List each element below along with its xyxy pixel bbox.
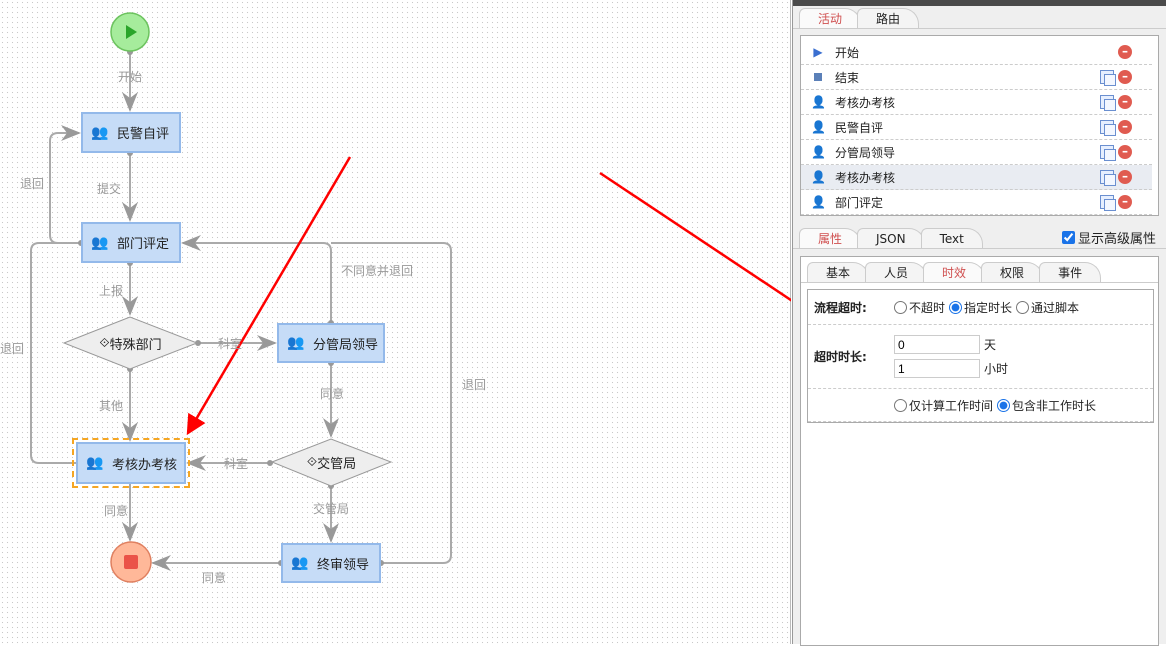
- delete-icon[interactable]: –: [1118, 70, 1132, 84]
- activity-label: 开始: [835, 45, 860, 60]
- properties-box: 基本 人员 时效 权限 事件 流程超时: 不超时 指定时长 通过脚本 超时时长:…: [800, 256, 1159, 646]
- annotation-arrow: [599, 171, 791, 302]
- properties-panel: 活动 路由 ▶ 开始 – 结束 – 👤 考核办考核 – 👤 民警自评 – 👤 分管局领导 – 👤 考核办考核 –…: [792, 0, 1166, 646]
- task-node[interactable]: 👥部门评定: [81, 222, 181, 263]
- user-icon: 👤: [811, 195, 826, 209]
- edge: [49, 125, 81, 244]
- edge-label: 开始: [118, 70, 143, 84]
- edge-label: 同意: [104, 504, 129, 518]
- task-node[interactable]: 👥分管局领导: [277, 323, 385, 363]
- radio-work-time-only[interactable]: 仅计算工作时间: [894, 397, 993, 414]
- edge-label: 退回: [0, 342, 25, 356]
- radio-script[interactable]: 通过脚本: [1016, 299, 1079, 316]
- edge-label: 科室: [224, 457, 249, 471]
- tab-personnel[interactable]: 人员: [865, 262, 928, 282]
- decision-node[interactable]: ⟐特殊部门: [63, 316, 198, 370]
- copy-icon[interactable]: [1100, 195, 1116, 211]
- users-icon: 👥: [287, 335, 305, 351]
- show-advanced-checkbox[interactable]: 显示高级属性: [1061, 228, 1156, 247]
- edge: [181, 235, 332, 323]
- users-icon: 👥: [91, 124, 109, 141]
- tab-text[interactable]: Text: [920, 228, 983, 248]
- activity-list: ▶ 开始 – 结束 – 👤 考核办考核 – 👤 民警自评 – 👤 分管局领导 – 👤 考核办考核 – 👤 部门评定 –: [800, 35, 1159, 216]
- tab-basic[interactable]: 基本: [807, 262, 870, 282]
- edge: [331, 242, 452, 564]
- workflow-canvas[interactable]: 👥民警自评 👥部门评定 👥分管局领导 👥考核办考核 👥终审领导 ⟐特殊部门 ⟐交…: [0, 0, 791, 644]
- radio-fixed-duration[interactable]: 指定时长: [949, 299, 1012, 316]
- timeliness-form: 流程超时: 不超时 指定时长 通过脚本 超时时长: 天 小时 仅计算工作时间 包…: [807, 289, 1154, 423]
- edge-label: 其他: [99, 399, 124, 413]
- gateway-icon: ⟐: [99, 335, 110, 351]
- users-icon: 👥: [91, 234, 109, 251]
- checkbox[interactable]: [1061, 231, 1075, 244]
- delete-icon[interactable]: –: [1118, 120, 1132, 134]
- delete-icon[interactable]: –: [1118, 45, 1132, 59]
- copy-icon[interactable]: [1100, 170, 1116, 186]
- gateway-icon: ⟐: [306, 455, 318, 470]
- tab-activities[interactable]: 活动: [799, 8, 862, 28]
- delete-icon[interactable]: –: [1118, 195, 1132, 209]
- activity-item[interactable]: 👤 考核办考核 –: [801, 165, 1152, 190]
- edge-label: 上报: [99, 284, 124, 298]
- duration-label: 超时时长:: [814, 350, 867, 364]
- activity-label: 考核办考核: [835, 170, 896, 185]
- radio-no-timeout[interactable]: 不超时: [894, 299, 945, 316]
- activity-item[interactable]: 结束 –: [801, 65, 1152, 90]
- user-icon: 👤: [811, 120, 826, 134]
- copy-icon[interactable]: [1100, 145, 1116, 161]
- edge-label: 退回: [20, 177, 45, 191]
- edge-label: 交管局: [313, 502, 350, 516]
- activity-label: 考核办考核: [835, 95, 896, 110]
- timeout-label: 流程超时:: [814, 300, 867, 315]
- task-node[interactable]: 👥终审领导: [281, 543, 381, 583]
- copy-icon[interactable]: [1100, 70, 1116, 86]
- activity-label: 部门评定: [835, 195, 884, 210]
- activity-item[interactable]: 👤 民警自评 –: [801, 115, 1152, 140]
- radio-include-non-work[interactable]: 包含非工作时长: [997, 397, 1096, 414]
- edge-label: 退回: [462, 378, 487, 392]
- activity-item[interactable]: 👤 分管局领导 –: [801, 140, 1152, 165]
- user-icon: 👤: [811, 170, 826, 184]
- activity-item[interactable]: ▶ 开始 –: [801, 40, 1152, 65]
- edge-label: 同意: [320, 387, 345, 401]
- copy-icon[interactable]: [1100, 120, 1116, 136]
- edge-label: 同意: [202, 571, 227, 585]
- users-icon: 👥: [86, 455, 104, 471]
- days-input[interactable]: [894, 335, 980, 354]
- decision-node[interactable]: ⟐交管局: [271, 438, 392, 487]
- copy-icon[interactable]: [1100, 95, 1116, 111]
- user-icon: 👤: [811, 95, 826, 109]
- activity-label: 分管局领导: [835, 145, 896, 160]
- play-icon: ▶: [813, 45, 823, 59]
- activity-item[interactable]: 👤 考核办考核 –: [801, 90, 1152, 115]
- panel-header-bar: [793, 0, 1166, 6]
- annotation-arrow: [186, 156, 352, 436]
- user-icon: 👤: [811, 145, 826, 159]
- stop-icon: [124, 555, 138, 569]
- tab-routes[interactable]: 路由: [857, 8, 920, 28]
- users-icon: 👥: [291, 555, 309, 571]
- edge-label: 提交: [97, 182, 122, 196]
- stop-icon: [811, 70, 825, 84]
- task-node-selected[interactable]: 👥考核办考核: [72, 438, 190, 488]
- tab-properties[interactable]: 属性: [799, 228, 862, 248]
- edges-layer: [30, 12, 791, 583]
- hours-input[interactable]: [894, 359, 980, 378]
- play-icon: [126, 25, 137, 39]
- tab-permissions[interactable]: 权限: [981, 262, 1044, 282]
- delete-icon[interactable]: –: [1118, 170, 1132, 184]
- task-node[interactable]: 👥民警自评: [81, 112, 181, 153]
- delete-icon[interactable]: –: [1118, 145, 1132, 159]
- edge: [30, 242, 81, 464]
- activity-item[interactable]: 👤 部门评定 –: [801, 190, 1152, 215]
- tab-timeliness[interactable]: 时效: [923, 262, 986, 282]
- activity-label: 结束: [835, 70, 860, 85]
- edge-label: 科室: [218, 337, 243, 351]
- edge-label: 不同意并退回: [341, 264, 414, 278]
- tab-json[interactable]: JSON: [857, 228, 925, 248]
- delete-icon[interactable]: –: [1118, 95, 1132, 109]
- tab-events[interactable]: 事件: [1039, 262, 1102, 282]
- activity-label: 民警自评: [835, 120, 884, 135]
